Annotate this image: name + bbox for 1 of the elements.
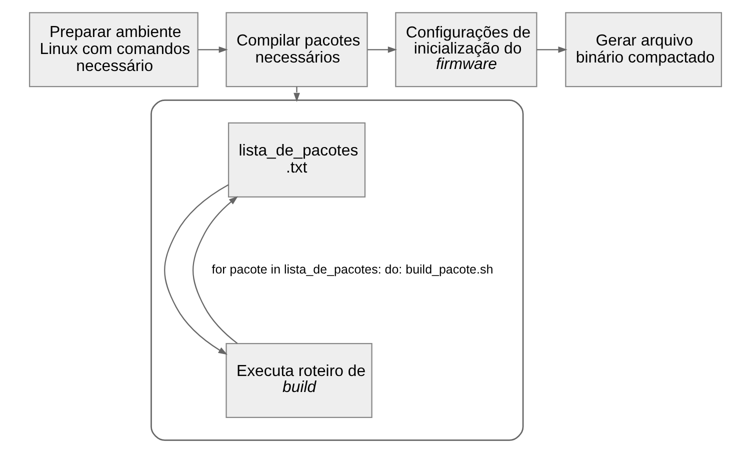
label: for pacote in lista_de_pacotes: do: build_pacote.sh <box>212 262 494 276</box>
